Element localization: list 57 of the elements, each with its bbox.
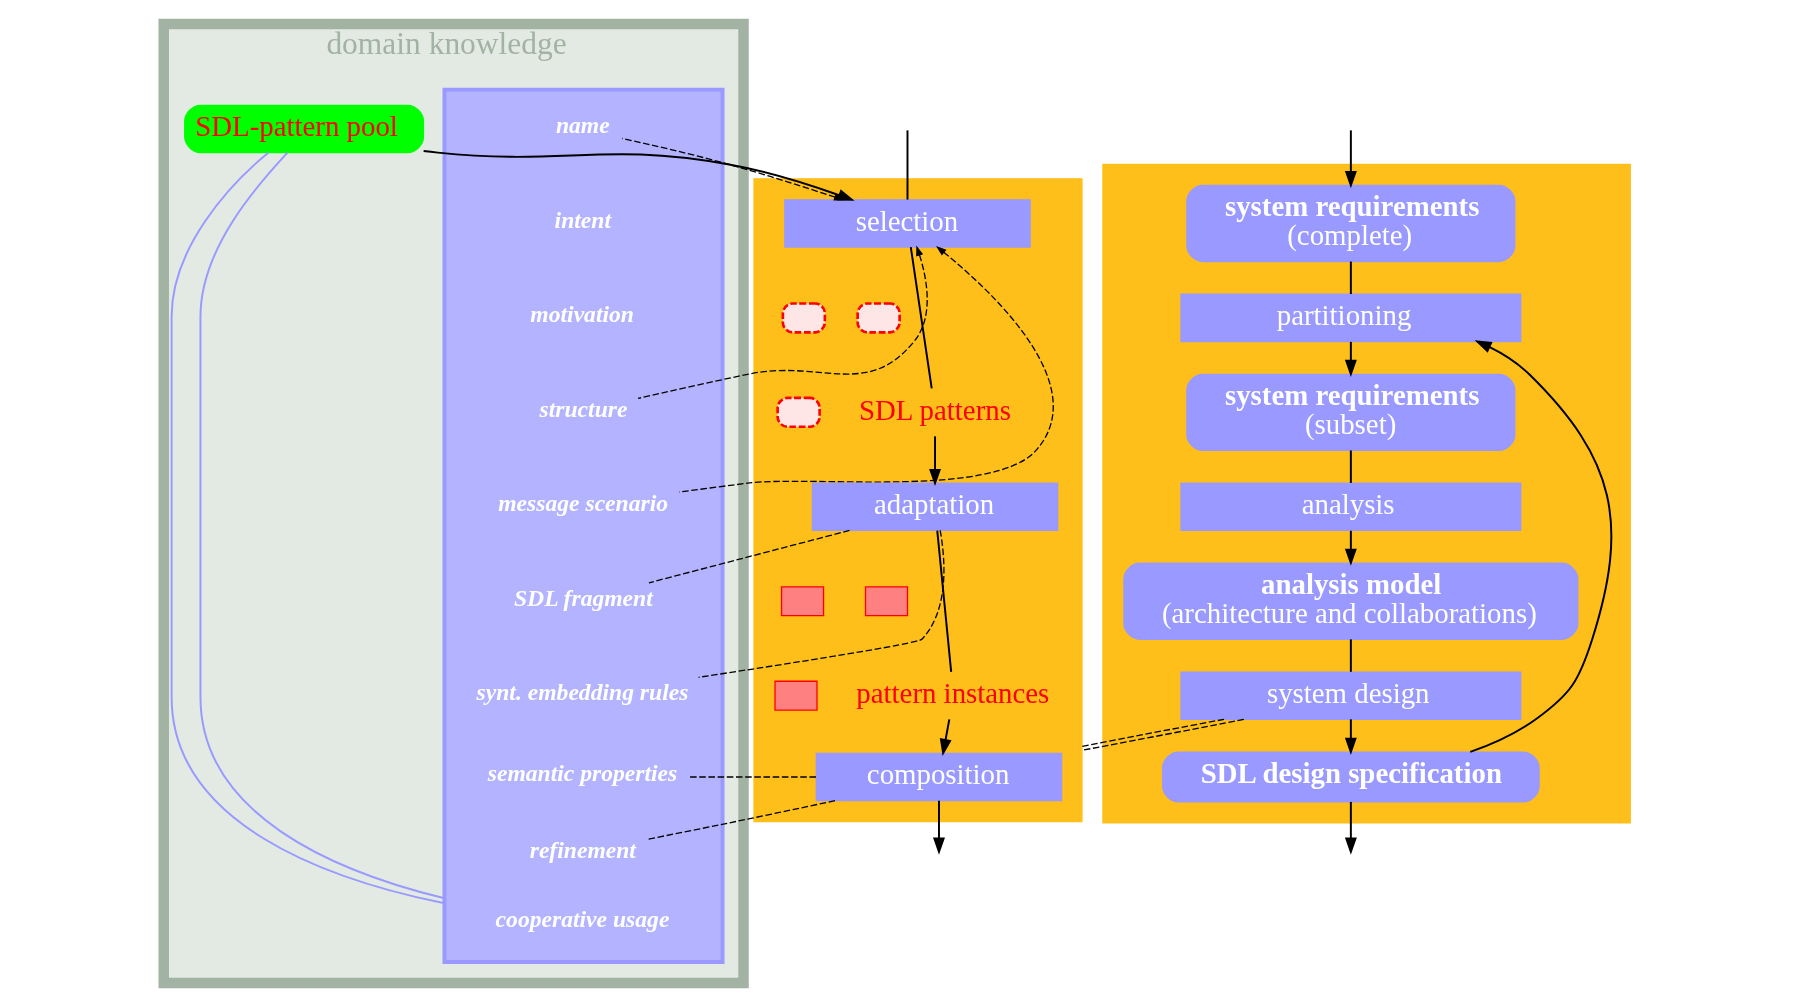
arrow bbox=[1344, 800, 1357, 855]
arrow bbox=[620, 137, 844, 201]
node-box: SDL-pattern pool bbox=[183, 104, 424, 154]
connector bbox=[647, 529, 850, 584]
node-text: synt. embedding rules bbox=[476, 679, 688, 706]
connector bbox=[909, 246, 933, 390]
cluster bbox=[1101, 163, 1631, 824]
node-box: analysis bbox=[1179, 482, 1521, 532]
connector bbox=[697, 529, 945, 678]
node-text: message scenario bbox=[497, 490, 668, 517]
arrow bbox=[1344, 718, 1357, 755]
connector bbox=[646, 800, 836, 840]
connector bbox=[1349, 260, 1352, 295]
node-text: motivation bbox=[529, 301, 634, 328]
connector bbox=[1349, 638, 1352, 673]
node-text: structure bbox=[539, 395, 627, 422]
connector bbox=[1080, 718, 1225, 747]
arrow bbox=[928, 435, 941, 487]
arrow bbox=[422, 150, 855, 201]
node-text: semantic properties bbox=[487, 760, 677, 787]
cluster bbox=[441, 87, 724, 964]
connector bbox=[906, 129, 908, 201]
cluster bbox=[752, 178, 1083, 823]
connector bbox=[1349, 449, 1352, 484]
node-box: composition bbox=[815, 752, 1062, 802]
node-box: partitioning bbox=[1179, 293, 1521, 343]
connector bbox=[688, 776, 817, 778]
arrow bbox=[636, 245, 928, 400]
node-box bbox=[781, 302, 826, 334]
connector bbox=[1080, 718, 1244, 751]
node-box bbox=[855, 302, 901, 334]
arrow bbox=[1344, 529, 1357, 566]
node-box: analysis model (architecture and collaborations) bbox=[1122, 562, 1578, 640]
node-box bbox=[775, 396, 821, 429]
node-text: cooperative usage bbox=[495, 906, 669, 933]
node-text: refinement bbox=[529, 836, 636, 863]
connector bbox=[935, 529, 952, 673]
arrow bbox=[1344, 129, 1357, 189]
node-text: SDL fragment bbox=[513, 584, 653, 611]
node-box bbox=[773, 680, 818, 711]
node-box bbox=[864, 586, 908, 617]
node-box: SDL design specification bbox=[1161, 751, 1540, 803]
arrow bbox=[932, 799, 945, 855]
node-text: pattern instances bbox=[855, 677, 1049, 710]
arrow bbox=[1344, 340, 1357, 377]
node-text: SDL patterns bbox=[858, 393, 1011, 426]
node-box: selection bbox=[783, 199, 1031, 248]
node-text: intent bbox=[554, 206, 611, 233]
node-text: name bbox=[555, 112, 610, 139]
arrow bbox=[939, 718, 952, 756]
node-box: adaptation bbox=[811, 482, 1058, 532]
node-box bbox=[780, 586, 824, 617]
node-box: system design bbox=[1179, 671, 1521, 720]
node-box: system requirements (subset) bbox=[1185, 373, 1515, 452]
arrow bbox=[678, 246, 1054, 493]
arrow bbox=[1468, 340, 1612, 753]
node-box: system requirements (complete) bbox=[1185, 184, 1515, 263]
